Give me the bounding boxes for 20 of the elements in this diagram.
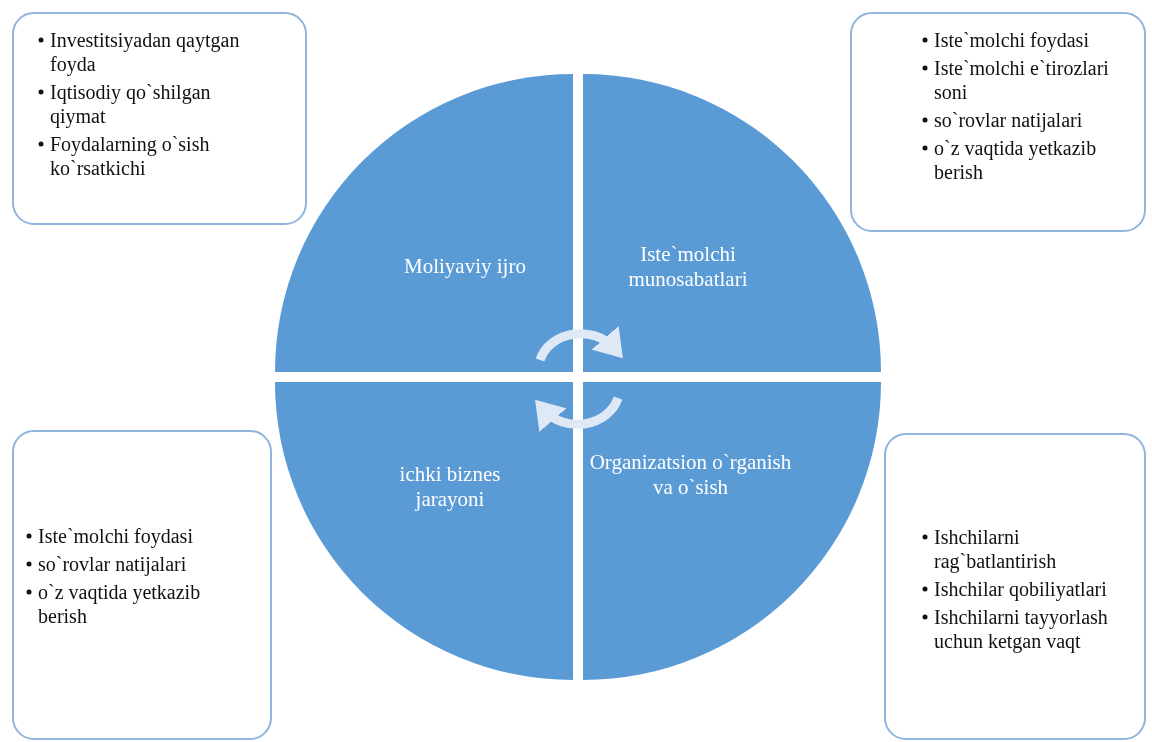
bullet-item: o`z vaqtida yetkazib berish	[934, 136, 1098, 184]
segment-label: Moliyaviy ijro	[403, 254, 527, 279]
bullet-item: Ishchilar qobiliyatlari	[934, 577, 1108, 601]
bullet-list-box	[12, 430, 272, 740]
bullet-list-box	[884, 433, 1146, 740]
bullet-item: Iste`molchi foydasi	[38, 524, 194, 548]
bullet-item: o`z vaqtida yetkazib berish	[38, 580, 201, 628]
bullet-item: Ishchilarni rag`batlantirish	[934, 525, 1058, 573]
bullet-item: Iqtisodiy qo`shilgan qiymat	[50, 80, 212, 128]
segment-label: Organizatsion o`rganish va o`sish	[588, 450, 793, 500]
bullet-item: Iste`molchi foydasi	[934, 28, 1090, 52]
bullet-item: Ishchilarni tayyorlash uchun ketgan vaqt	[934, 605, 1109, 653]
segment-label: ichki biznes jarayoni	[398, 462, 502, 512]
bullet-item: so`rovlar natijalari	[38, 552, 188, 576]
bullet-list-box	[12, 12, 307, 225]
bullet-item: so`rovlar natijalari	[934, 108, 1084, 132]
bullet-item: Foydalarning o`sish ko`rsatkichi	[50, 132, 211, 180]
bullet-list-box	[850, 12, 1146, 232]
segment-label: Iste`molchi munosabatlari	[627, 242, 749, 292]
bullet-item: Investitsiyadan qaytgan foyda	[50, 28, 241, 76]
